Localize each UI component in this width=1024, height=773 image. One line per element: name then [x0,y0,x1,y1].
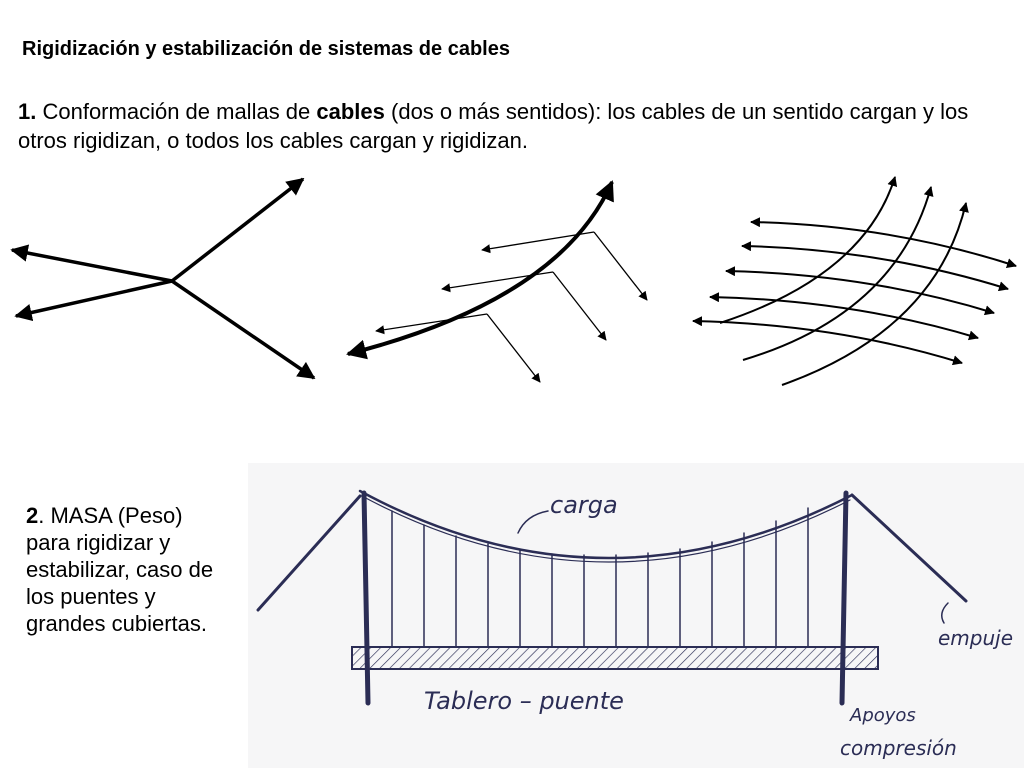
bridge-deck [351,646,879,670]
three-cable-node-diagram [10,177,316,380]
main-cable [358,489,854,560]
section-1-text-b: (dos o más sentidos): los cables de un s… [18,99,969,153]
compresion-label: compresión [840,736,957,760]
tablero-label: Tablero – puente [424,687,624,715]
curved-cable-diagram [346,180,648,383]
apoyos-label: Apoyos [849,705,916,726]
slide-title: Rigidización y estabilización de sistema… [22,38,510,60]
left-anchor-cable [256,494,362,612]
empuje-label: empuje [938,626,1013,650]
right-anchor-cable [850,493,968,603]
bridge-sketch: carga empuje Tablero – puente Apoyos com… [248,463,1024,768]
right-tower [839,490,849,706]
suspension-bridge-drawing: carga empuje Tablero – puente Apoyos com… [256,489,1013,760]
hangers [391,507,809,648]
section-2-text: 2. MASA (Peso) para rigidizar y estabili… [26,502,231,637]
carga-label: carga [550,491,618,519]
section-2-number: 2 [26,503,39,528]
left-tower [361,490,371,706]
section-1-bold-word: cables [316,99,385,124]
cable-net-diagram [692,176,1017,386]
carga-leader [517,510,549,534]
section-2-text-body: . MASA (Peso) para rigidizar y estabiliz… [26,503,214,636]
section-1-text: 1. Conformación de mallas de cables (dos… [18,97,1018,155]
section-1-number: 1. [18,99,37,124]
section-1-text-a: Conformación de mallas de [36,99,317,124]
empuje-leader [941,602,949,624]
cable-mesh-diagrams [10,176,1017,386]
